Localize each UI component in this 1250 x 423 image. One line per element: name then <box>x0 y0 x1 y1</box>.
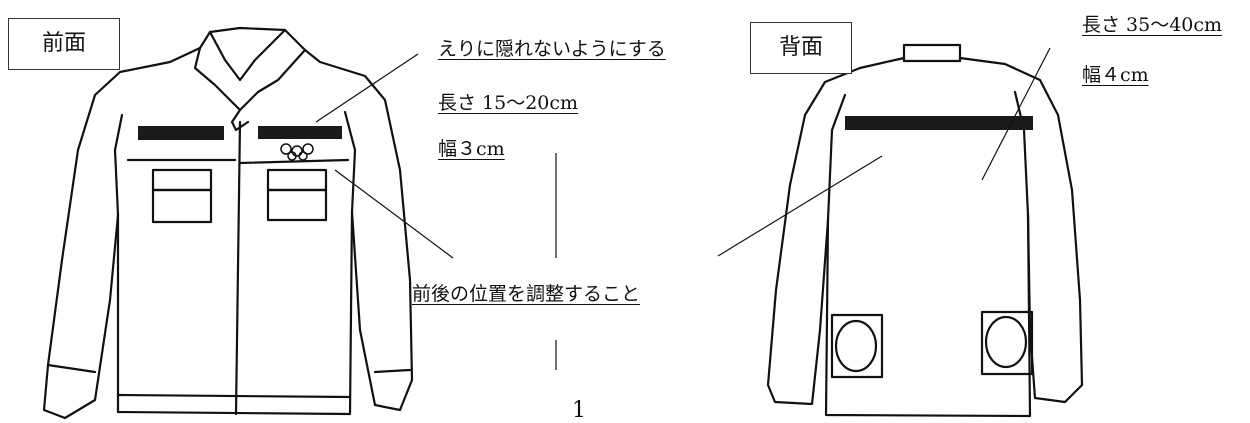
front-left-stripe <box>138 126 224 140</box>
front-panel: 前面 えりに隠れないようにする 長さ 15〜20cm 幅３cm 前後の位置を調整… <box>8 18 666 305</box>
back-stripe <box>845 116 1033 130</box>
page-number: 1 <box>572 398 586 423</box>
front-jacket-icon <box>42 26 414 420</box>
front-collar-note: えりに隠れないようにする <box>438 38 666 60</box>
front-length-note: 長さ 15〜20cm <box>438 92 579 114</box>
back-length-note: 長さ 35〜40cm <box>1082 14 1223 36</box>
back-panel: 背面 長さ 35〜40cm 幅４cm <box>740 0 1250 423</box>
front-right-stripe <box>258 126 342 139</box>
back-title: 背面 <box>778 35 823 60</box>
emblem-icon <box>280 143 314 161</box>
back-title-box: 背面 <box>750 22 852 74</box>
leader-lines <box>315 47 1051 370</box>
front-title-box: 前面 <box>8 18 120 70</box>
shared-position-note: 前後の位置を調整すること <box>412 283 641 305</box>
back-width-note: 幅４cm <box>1082 64 1149 86</box>
front-width-note: 幅３cm <box>438 138 505 160</box>
front-title: 前面 <box>41 31 86 56</box>
back-jacket-icon <box>766 43 1084 418</box>
